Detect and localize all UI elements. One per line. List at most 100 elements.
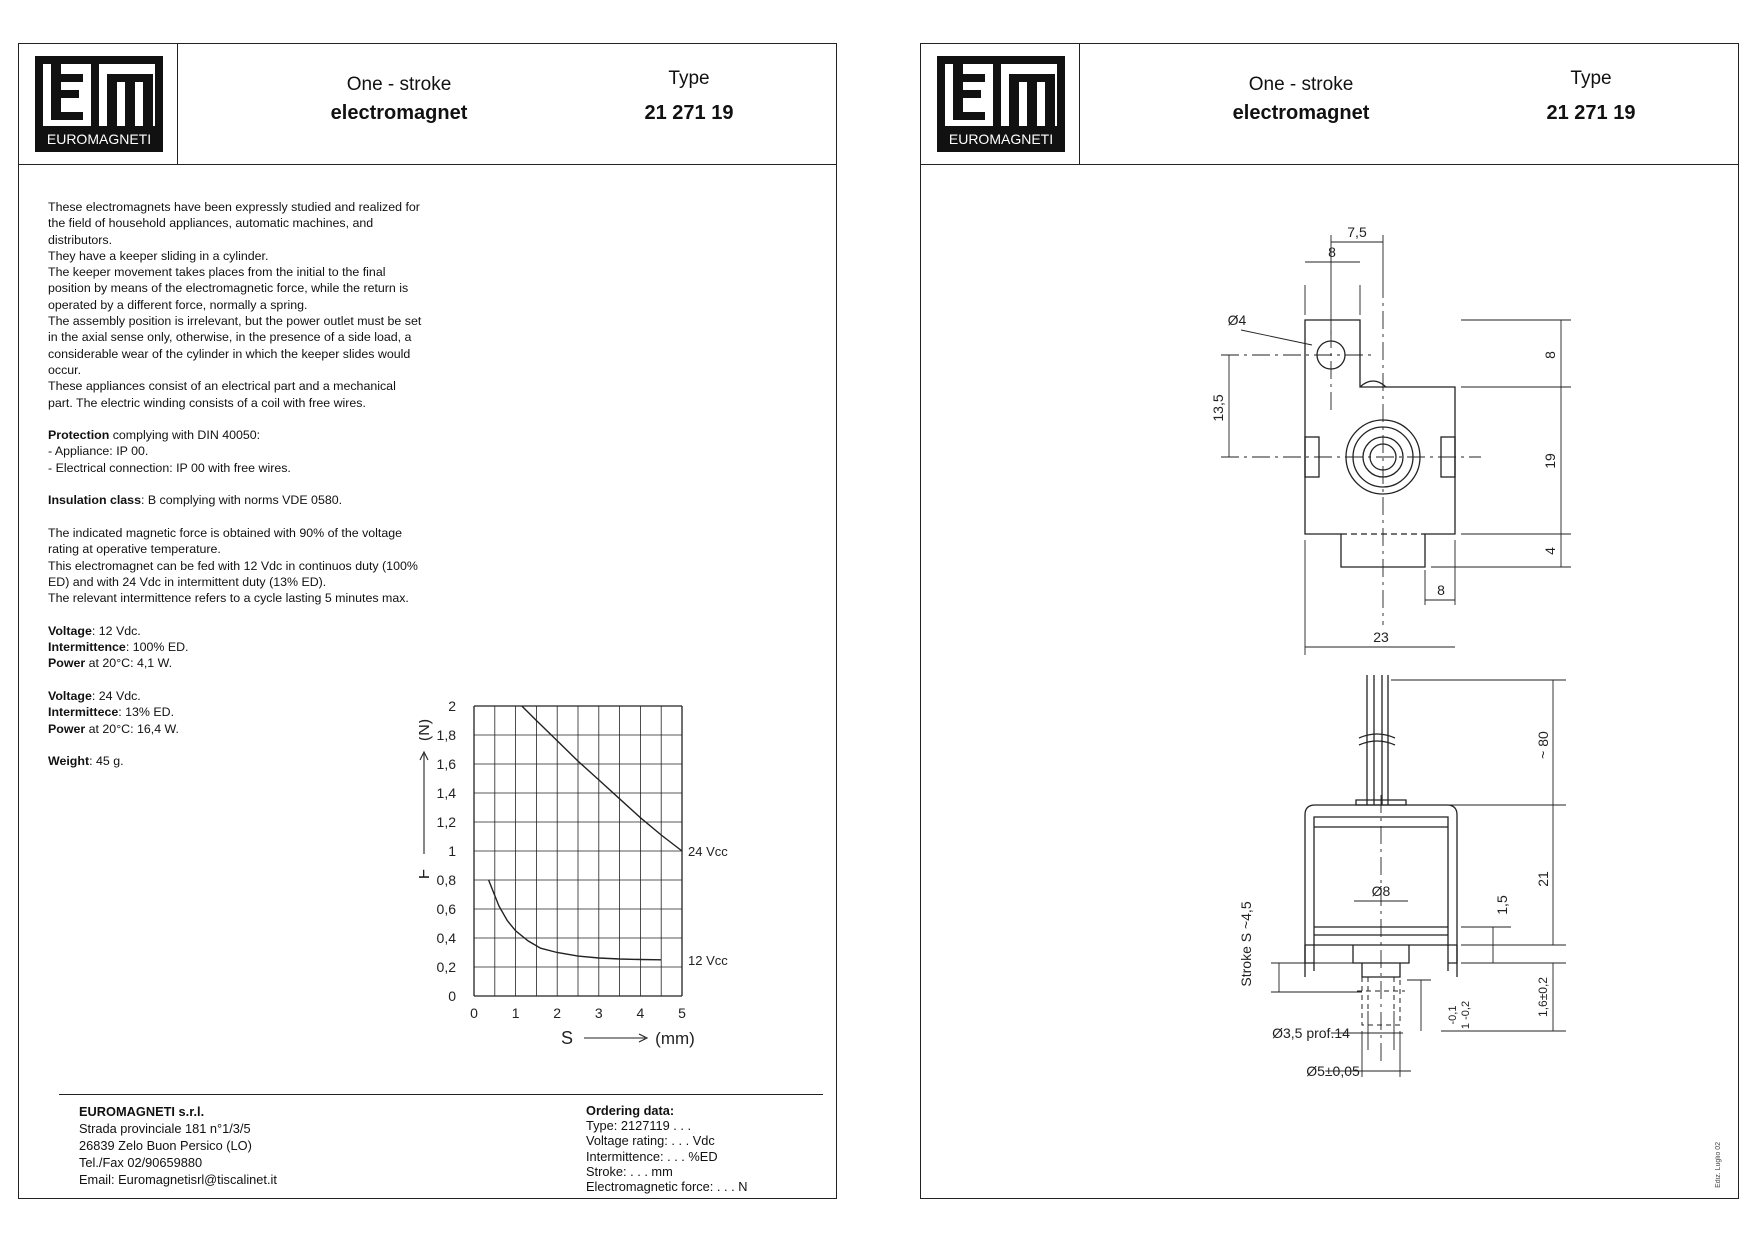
address-line: Strada provinciale 181 n°1/3/5	[79, 1121, 251, 1136]
product-title-line1: One - stroke	[1248, 74, 1354, 95]
ordering-line: Voltage rating: . . . Vdc	[586, 1133, 715, 1149]
spec-12v: Voltage: 12 Vdc. Intermittence: 100% ED.…	[48, 623, 423, 672]
dim-text: 23	[1373, 629, 1389, 645]
protection-label: Protection	[48, 428, 110, 443]
lead-wires	[1366, 675, 1389, 805]
insulation-spec: Insulation class: B complying with norms…	[48, 492, 423, 508]
footer-divider	[59, 1094, 823, 1095]
plunger-hidden-inner	[1367, 977, 1395, 1011]
ordering-line: Stroke: . . . mm	[586, 1163, 673, 1179]
dim-text: 4	[1542, 547, 1558, 555]
page-header: EUROMAGNETI One - stroke electromagnet T…	[19, 44, 836, 165]
dim-line-stroke	[1271, 962, 1362, 993]
y-tick-label: 1,6	[437, 756, 457, 772]
description-block: These electromagnets have been expressly…	[48, 199, 423, 786]
plunger-boss	[1361, 963, 1401, 978]
x-axis-label: S	[561, 1028, 573, 1048]
dim-text: 8	[1328, 244, 1336, 260]
force-note-line: The relevant intermittence refers to a c…	[48, 591, 409, 606]
y-tick-label: 1,8	[437, 727, 457, 743]
dim-text: Ø4	[1228, 312, 1247, 328]
logo-cell: EUROMAGNETI	[921, 44, 1080, 164]
dim-line-1-6	[1441, 962, 1566, 1032]
phone-line: Tel./Fax 02/90659880	[79, 1155, 203, 1170]
y-axis-unit: (N)	[419, 719, 433, 741]
dim-text: Stroke S ~4,5	[1238, 901, 1254, 986]
product-title-line1: One - stroke	[346, 74, 452, 95]
dim-text: -0,1	[1447, 1006, 1459, 1025]
type-label: Type	[668, 68, 710, 89]
top-view-outline	[1304, 319, 1456, 568]
company-address: EUROMAGNETI s.r.l. Strada provinciale 18…	[79, 1103, 277, 1188]
insulation-label: Insulation class	[48, 493, 141, 508]
protection-spec: Protection complying with DIN 40050: - A…	[48, 427, 423, 476]
protection-item: - Appliance: IP 00.	[48, 444, 149, 459]
ordering-data: Ordering data: Type: 2127119 . . . Volta…	[586, 1103, 747, 1194]
desc-line: The keeper movement takes places from th…	[48, 265, 409, 312]
y-tick-label: 0,8	[437, 872, 457, 888]
x-tick-label: 3	[595, 1005, 603, 1021]
intermittence-value: : 100% ED.	[125, 640, 189, 655]
x-tick-label: 1	[512, 1005, 520, 1021]
frame-inner	[1313, 816, 1449, 971]
type-number: 21 271 19	[644, 102, 734, 124]
y-tick-label: 0,6	[437, 901, 457, 917]
dim-text: ~ 80	[1535, 731, 1551, 759]
y-tick-label: 0,4	[437, 930, 457, 946]
dim-text: 1,6±0,2	[1536, 977, 1550, 1017]
logo-text: EUROMAGNETI	[949, 131, 1053, 147]
ordering-line: Intermittence: . . . %ED	[586, 1148, 718, 1164]
product-title-line2: electromagnet	[1232, 102, 1370, 124]
y-tick-label: 1	[448, 843, 456, 859]
page-header: EUROMAGNETI One - stroke electromagnet T…	[921, 44, 1738, 165]
force-note-line: This electromagnet can be fed with 12 Vd…	[48, 558, 418, 589]
y-axis-label: F	[419, 869, 433, 879]
spec-24v: Voltage: 24 Vdc. Intermittece: 13% ED. P…	[48, 688, 423, 737]
intermittence-value: : 13% ED.	[118, 705, 175, 720]
desc-line: The assembly position is irrelevant, but…	[48, 314, 422, 377]
voltage-label: Voltage	[48, 623, 92, 638]
datasheet-page-2: EUROMAGNETI One - stroke electromagnet T…	[920, 43, 1739, 1199]
dim-line-diam-5	[1331, 1031, 1411, 1077]
protection-text: complying with DIN 40050:	[109, 428, 261, 443]
power-label: Power	[48, 721, 86, 736]
dim-text: 13,5	[1210, 394, 1226, 421]
description-paragraph: These electromagnets have been expressly…	[48, 199, 423, 411]
intermittence-label: Intermittece	[48, 705, 119, 720]
ordering-line: Electromagnetic force: . . . N	[586, 1179, 748, 1195]
wire-break-symbol	[1358, 733, 1396, 746]
address-line: 26839 Zelo Buon Persico (LO)	[79, 1138, 252, 1153]
dim-text: Ø5±0,05	[1306, 1063, 1360, 1079]
voltage-value: : 24 Vdc.	[91, 688, 141, 703]
protection-item: - Electrical connection: IP 00 with free…	[48, 460, 291, 475]
series-line-24-vcc	[521, 705, 683, 852]
weight-spec: Weight: 45 g.	[48, 753, 423, 769]
desc-line: These appliances consist of an electrica…	[48, 379, 396, 410]
y-tick-label: 0	[448, 988, 456, 1004]
ordering-title: Ordering data:	[586, 1103, 675, 1118]
y-tick-label: 1,2	[437, 814, 457, 830]
extension-lines	[1304, 235, 1384, 335]
euromagneti-logo: EUROMAGNETI	[35, 56, 163, 152]
series-label: 24 Vcc	[688, 844, 728, 859]
y-axis-arrowhead	[419, 750, 429, 761]
force-note-line: The indicated magnetic force is obtained…	[48, 525, 403, 557]
power-value: at 20°C: 16,4 W.	[85, 721, 179, 736]
x-tick-label: 0	[470, 1005, 478, 1021]
right-extension-lines	[1431, 319, 1571, 568]
dim-text: 19	[1542, 453, 1558, 469]
datasheet-page-1: EUROMAGNETI One - stroke electromagnet T…	[18, 43, 837, 1199]
desc-line: They have a keeper sliding in a cylinder…	[48, 248, 269, 263]
dim-line-tolerance	[1407, 979, 1431, 1031]
voltage-label: Voltage	[48, 688, 92, 703]
euromagneti-logo: EUROMAGNETI	[937, 56, 1065, 152]
dim-text: 1,5	[1494, 895, 1510, 915]
weight-value: : 45 g.	[89, 754, 124, 769]
x-tick-label: 4	[637, 1005, 645, 1021]
chart-axis-labels: F(N)S(mm)	[414, 719, 695, 1048]
power-value: at 20°C: 4,1 W.	[85, 656, 173, 671]
insulation-text: : B complying with norms VDE 0580.	[140, 493, 343, 508]
series-line-12-vcc	[487, 879, 662, 961]
edition-note: Ediz. Luglio 02	[1715, 1142, 1722, 1188]
